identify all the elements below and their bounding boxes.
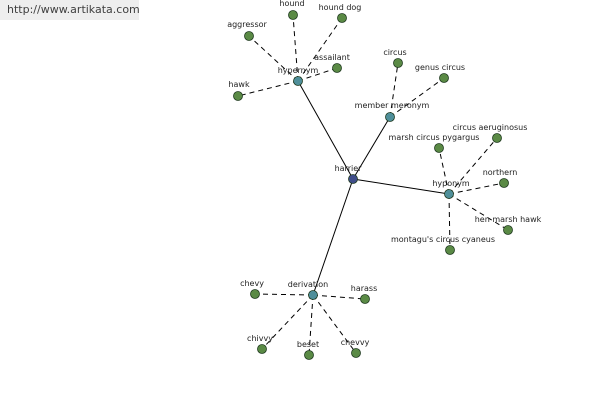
word-node-label-northern: northern (483, 168, 518, 177)
relation-node-label-member-meronym: member meronym (355, 101, 430, 110)
edge-root-member-meronym (352, 116, 391, 180)
root-node-label: harrier (335, 164, 363, 173)
graph-labels: harrier hypernym aggressor hound hound dog as… (227, 0, 541, 349)
edge-derivation-harass (312, 294, 366, 300)
word-node-label-hound-dog: hound dog (319, 3, 362, 12)
word-node-chevy[interactable] (250, 289, 260, 299)
edge-hyponym-marsh-circus-pygargus (438, 147, 450, 195)
edge-member-meronym-genus-circus (389, 77, 445, 118)
edge-hypernym-hound-dog (297, 17, 343, 82)
word-node-label-aggressor: aggressor (227, 20, 267, 29)
word-node-label-circus: circus (383, 48, 406, 57)
edge-hypernym-hawk (237, 80, 299, 97)
relation-node-label-hyponym: hyponym (432, 179, 470, 188)
edge-hyponym-montagu-s-circus-cyaneus (448, 193, 451, 251)
word-node-label-chivvy: chivvy (247, 334, 273, 343)
word-node-label-beset: beset (297, 340, 319, 349)
word-node-circus-aeruginosus[interactable] (492, 133, 502, 143)
word-node-northern[interactable] (499, 178, 509, 188)
word-node-hound[interactable] (288, 10, 298, 20)
edge-derivation-chevvy (312, 294, 357, 354)
word-node-circus[interactable] (393, 58, 403, 68)
word-node-assailant[interactable] (332, 63, 342, 73)
word-node-aggressor[interactable] (244, 31, 254, 41)
relation-node-member-meronym[interactable] (385, 112, 395, 122)
site-watermark: http://www.artikata.com (0, 0, 140, 20)
word-node-label-hound: hound (279, 0, 304, 8)
word-node-beset[interactable] (304, 350, 314, 360)
edge-hypernym-assailant (297, 67, 338, 82)
word-node-chivvy[interactable] (257, 344, 267, 354)
relation-node-hyponym[interactable] (444, 189, 454, 199)
relation-node-hypernym[interactable] (293, 76, 303, 86)
word-node-label-montagu-s-circus-cyaneus: montagu's circus cyaneus (391, 235, 495, 244)
graph-edges (237, 14, 509, 356)
word-node-label-circus-aeruginosus: circus aeruginosus (453, 123, 528, 132)
graph-nodes (233, 10, 513, 360)
word-node-harass[interactable] (360, 294, 370, 304)
word-node-hound-dog[interactable] (337, 13, 347, 23)
edge-hyponym-hen-marsh-hawk (448, 193, 509, 231)
word-node-hen-marsh-hawk[interactable] (503, 225, 513, 235)
word-node-label-marsh-circus-pygargus: marsh circus pygargus (389, 133, 480, 142)
edge-root-derivation (312, 178, 354, 296)
edge-hypernym-aggressor (248, 35, 299, 82)
edge-derivation-beset (308, 294, 314, 356)
edge-derivation-chevy (254, 293, 314, 296)
word-node-genus-circus[interactable] (439, 73, 449, 83)
word-node-marsh-circus-pygargus[interactable] (434, 143, 444, 153)
word-node-label-genus-circus: genus circus (415, 63, 465, 72)
word-node-label-assailant: assailant (314, 53, 350, 62)
relation-node-label-hypernym: hypernym (278, 66, 319, 75)
edge-hypernym-hound (292, 14, 299, 82)
edge-derivation-chivvy (261, 294, 314, 350)
word-node-label-chevvy: chevvy (341, 338, 370, 347)
relation-node-derivation[interactable] (308, 290, 318, 300)
word-node-label-hen-marsh-hawk: hen marsh hawk (475, 215, 542, 224)
word-node-label-chevy: chevy (240, 279, 264, 288)
word-node-montagu-s-circus-cyaneus[interactable] (445, 245, 455, 255)
word-node-hawk[interactable] (233, 91, 243, 101)
root-node[interactable] (348, 174, 358, 184)
word-node-chevvy[interactable] (351, 348, 361, 358)
edge-root-hyponym (352, 178, 450, 195)
edge-member-meronym-circus (389, 62, 399, 118)
edge-hyponym-northern (448, 182, 505, 195)
edge-hyponym-circus-aeruginosus (448, 137, 498, 195)
word-node-label-hawk: hawk (228, 80, 250, 89)
relation-node-label-derivation: derivation (288, 280, 328, 289)
edge-root-hypernym (297, 80, 354, 180)
word-node-label-harass: harass (351, 284, 378, 293)
